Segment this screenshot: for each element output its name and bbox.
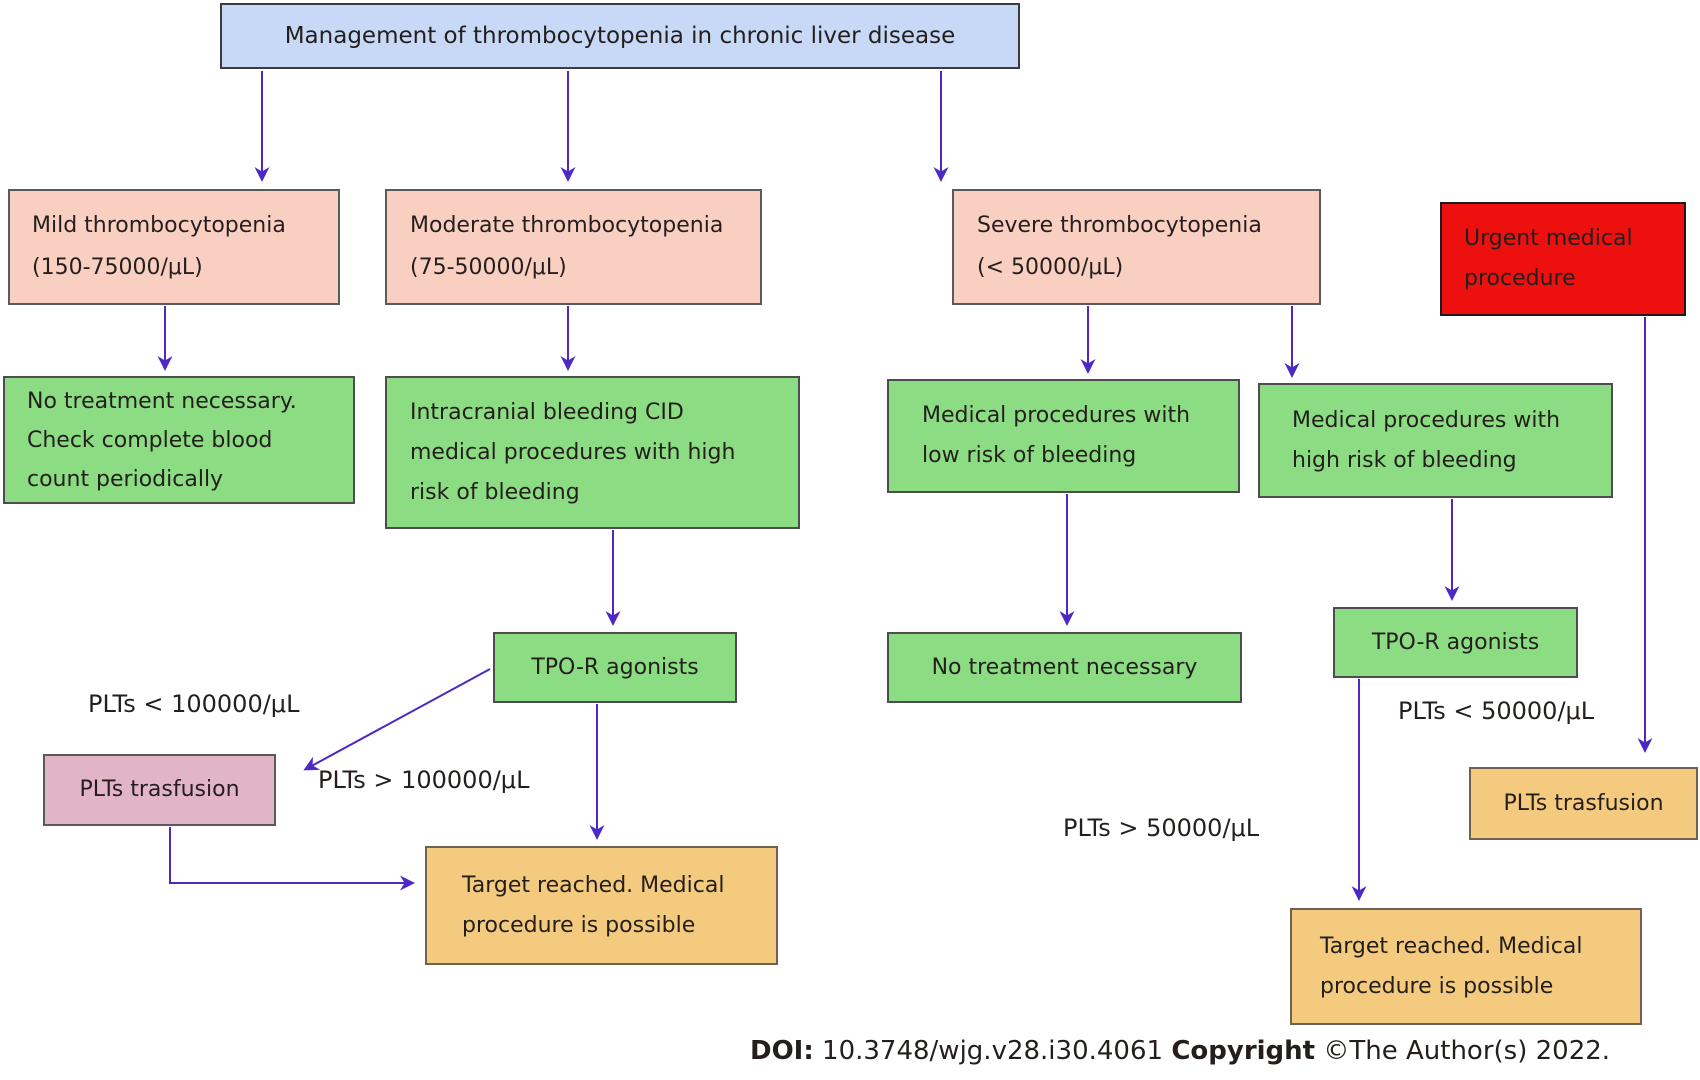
node-severe-thrombocytopenia: Severe thrombocytopenia (< 50000/μL) (952, 189, 1321, 305)
doi-label: DOI: (750, 1036, 814, 1066)
footer-citation: DOI: 10.3748/wjg.v28.i30.4061 Copyright … (750, 1036, 1700, 1066)
node-title: Management of thrombocytopenia in chroni… (220, 3, 1020, 69)
label-plts-gt-50000: PLTs > 50000/μL (1063, 814, 1260, 842)
node-urgent-medical-procedure: Urgent medical procedure (1440, 202, 1686, 316)
node-plts-trasfusion-right: PLTs trasfusion (1469, 767, 1698, 840)
label-plts-lt-50000: PLTs < 50000/μL (1398, 697, 1595, 725)
arrow-trasfusion-to-target (169, 827, 415, 891)
copyright-value: ©The Author(s) 2022. (1315, 1036, 1611, 1066)
node-plts-trasfusion-left: PLTs trasfusion (43, 754, 276, 826)
node-mild-thrombocytopenia: Mild thrombocytopenia (150-75000/μL) (8, 189, 340, 305)
node-procedures-low-risk: Medical procedures with low risk of blee… (887, 379, 1240, 493)
node-tpo-r-agonists-right: TPO-R agonists (1333, 607, 1578, 678)
node-no-treatment-check-cbc: No treatment necessary. Check complete b… (3, 376, 355, 504)
node-target-reached-right: Target reached. Medical procedure is pos… (1290, 908, 1642, 1025)
label-plts-gt-100000: PLTs > 100000/μL (318, 766, 530, 794)
node-intracranial-bleeding: Intracranial bleeding CID medical proced… (385, 376, 800, 529)
node-no-treatment-necessary: No treatment necessary (887, 632, 1242, 703)
arrow-tpo-left-to-trasfusion (303, 668, 491, 771)
label-plts-lt-100000: PLTs < 100000/μL (88, 690, 300, 718)
node-target-reached-left: Target reached. Medical procedure is pos… (425, 846, 778, 965)
copyright-label: Copyright (1171, 1036, 1316, 1066)
node-moderate-thrombocytopenia: Moderate thrombocytopenia (75-50000/μL) (385, 189, 762, 305)
node-procedures-high-risk: Medical procedures with high risk of ble… (1258, 383, 1613, 498)
doi-value: 10.3748/wjg.v28.i30.4061 (813, 1036, 1172, 1066)
node-tpo-r-agonists-left: TPO-R agonists (493, 632, 737, 703)
